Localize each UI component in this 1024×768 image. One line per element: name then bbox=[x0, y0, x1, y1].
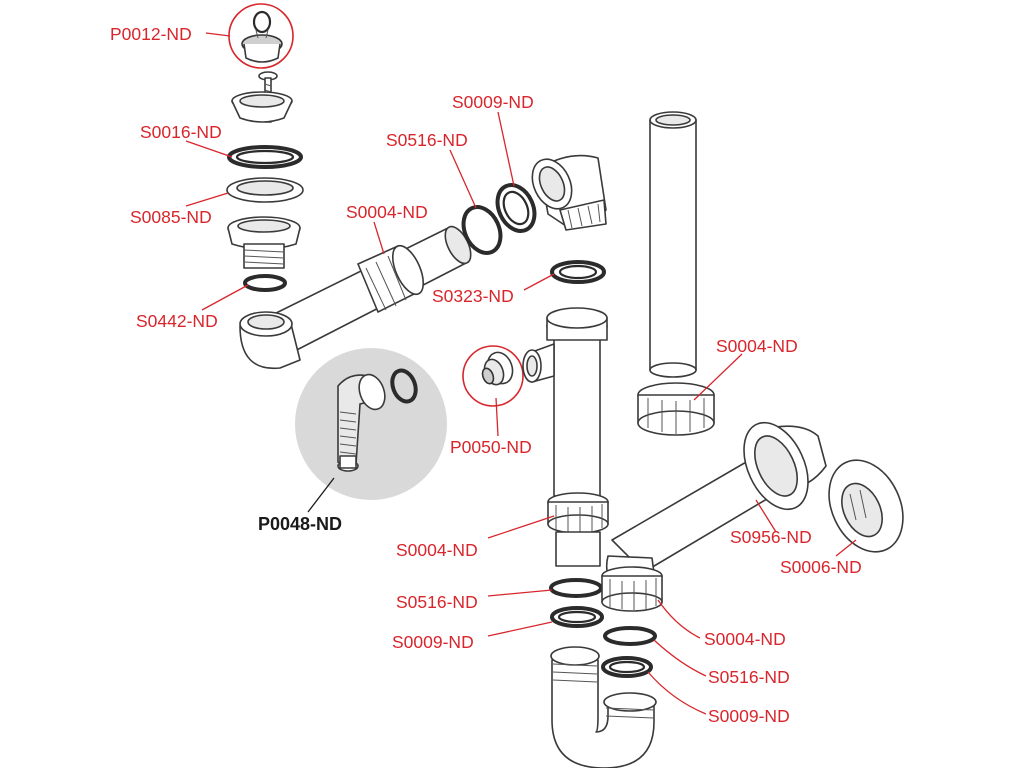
s0009-low-ring-part bbox=[601, 656, 653, 678]
label-s0009-top: S0009-ND bbox=[452, 92, 534, 112]
s0009-left-ring-part bbox=[550, 606, 604, 628]
leader-s0009-top bbox=[497, 111, 515, 187]
s0085-washer-part bbox=[226, 177, 304, 203]
leader-s0004-right bbox=[693, 353, 743, 401]
label-s0004-low: S0004-ND bbox=[704, 629, 786, 649]
s0006-cover-part bbox=[828, 459, 904, 553]
elbow-fitting-part bbox=[531, 154, 607, 231]
p0048-highlight-circle bbox=[295, 348, 447, 500]
bottle-trap-upper-part bbox=[522, 307, 608, 497]
label-s0004-mid: S0004-ND bbox=[396, 540, 478, 560]
leader-s0009-left bbox=[487, 621, 553, 637]
leader-p0048 bbox=[307, 477, 335, 513]
label-s0516-left: S0516-ND bbox=[396, 592, 478, 612]
leader-s0323 bbox=[523, 273, 555, 291]
tall-dip-pipe-part bbox=[649, 111, 697, 378]
p0048-highlight bbox=[295, 348, 447, 500]
plug-with-chain-part bbox=[228, 3, 294, 69]
leader-s0016 bbox=[185, 140, 233, 158]
s0956-rosette-part bbox=[743, 421, 809, 511]
leader-s0956 bbox=[755, 499, 777, 533]
leader-s0004-top bbox=[373, 221, 385, 255]
leader-s0004-mid bbox=[487, 515, 555, 539]
leader-s0004-low bbox=[657, 599, 701, 639]
label-s0016: S0016-ND bbox=[140, 122, 222, 142]
p0050-callout-circle bbox=[462, 345, 524, 407]
label-p0050: P0050-ND bbox=[450, 437, 532, 457]
s0016-gasket-part bbox=[227, 145, 303, 169]
s0004-mid-nut-part bbox=[547, 492, 609, 534]
leader-s0085 bbox=[185, 192, 229, 207]
s0442-gasket-part bbox=[243, 274, 287, 292]
leader-p0012 bbox=[205, 32, 231, 37]
label-s0009-left: S0009-ND bbox=[392, 632, 474, 652]
label-s0009-low: S0009-ND bbox=[708, 706, 790, 726]
label-s0516-top: S0516-ND bbox=[386, 130, 468, 150]
p0050-callout-part bbox=[462, 345, 524, 407]
leader-s0006 bbox=[835, 539, 857, 557]
label-s0956: S0956-ND bbox=[730, 527, 812, 547]
s0004-low-nut-part bbox=[601, 566, 663, 612]
leader-s0516-left bbox=[487, 589, 553, 597]
u-bend-part bbox=[550, 646, 657, 768]
label-s0006: S0006-ND bbox=[780, 557, 862, 577]
strainer-basket-part bbox=[231, 91, 293, 123]
leader-p0050 bbox=[495, 397, 499, 437]
s0323-gasket-part bbox=[550, 260, 606, 284]
waste-body-part bbox=[227, 216, 301, 269]
label-s0085: S0085-ND bbox=[130, 207, 212, 227]
label-s0323: S0323-ND bbox=[432, 286, 514, 306]
label-s0516-low: S0516-ND bbox=[708, 667, 790, 687]
s0516-top-ring-part bbox=[461, 205, 503, 255]
label-s0442: S0442-ND bbox=[136, 311, 218, 331]
s0516-left-ring-part bbox=[549, 578, 603, 598]
label-s0004-right: S0004-ND bbox=[716, 336, 798, 356]
leader-s0516-top bbox=[449, 149, 477, 209]
label-s0004-top: S0004-ND bbox=[346, 202, 428, 222]
s0004-top-nut-part bbox=[357, 244, 425, 313]
s0009-top-ring-part bbox=[495, 183, 537, 233]
label-p0012: P0012-ND bbox=[110, 24, 192, 44]
bottle-trap-lower-tube-part bbox=[555, 531, 601, 567]
leader-s0442 bbox=[201, 284, 249, 311]
label-p0048: P0048-ND bbox=[258, 514, 342, 534]
leader-s0009-low bbox=[647, 671, 707, 715]
s0004-right-nut-part bbox=[637, 382, 715, 436]
s0516-low-ring-part bbox=[603, 626, 657, 646]
leader-s0516-low bbox=[653, 639, 707, 677]
